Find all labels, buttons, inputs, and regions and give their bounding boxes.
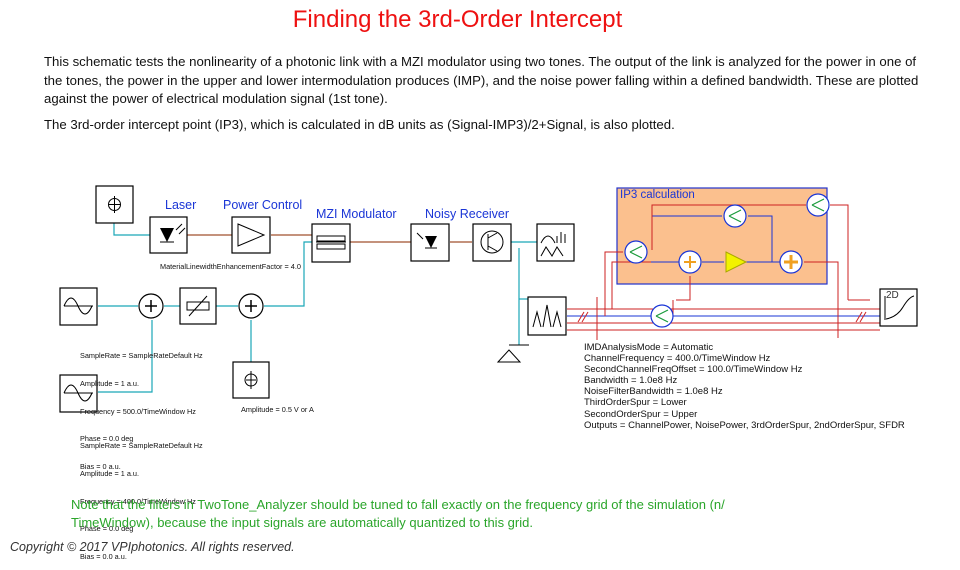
label-noisy-receiver: Noisy Receiver bbox=[425, 207, 510, 221]
photodiode-block[interactable] bbox=[410, 223, 450, 262]
splitter-1[interactable] bbox=[624, 240, 648, 264]
tone2-parameters: SampleRate = SampleRateDefault Hz Amplit… bbox=[80, 441, 203, 561]
bias-parameter: Amplitude = 0.5 V or A bbox=[241, 405, 314, 414]
power-control-block[interactable] bbox=[231, 216, 271, 254]
adder-2[interactable] bbox=[238, 293, 264, 319]
variable-resistor-block[interactable] bbox=[179, 287, 217, 325]
page-title: Finding the 3rd-Order Intercept bbox=[292, 6, 623, 33]
sine-generator-2-block[interactable] bbox=[59, 374, 98, 413]
label-power-control: Power Control bbox=[223, 198, 303, 212]
ip3-amplifier[interactable] bbox=[725, 251, 748, 273]
laser-block[interactable] bbox=[149, 216, 188, 254]
plot-2d-block[interactable] bbox=[879, 288, 918, 327]
tone1-parameters: SampleRate = SampleRateDefault Hz Amplit… bbox=[80, 351, 203, 471]
filter-note: Note that the filters in TwoTone_Analyze… bbox=[71, 497, 725, 530]
dc-source-block[interactable] bbox=[95, 185, 134, 224]
splitter-2[interactable] bbox=[723, 204, 747, 228]
description-text: This schematic tests the nonlinearity of… bbox=[44, 54, 919, 106]
amplifier-transistor-block[interactable] bbox=[472, 223, 512, 262]
ip3-adder-2[interactable] bbox=[779, 250, 803, 274]
label-mzi-modulator: MZI Modulator bbox=[316, 207, 397, 221]
label-laser: Laser bbox=[165, 198, 197, 212]
adder-1[interactable] bbox=[138, 293, 164, 319]
ip3-adder-1[interactable] bbox=[678, 250, 702, 274]
copyright-text: Copyright © 2017 VPIphotonics. All right… bbox=[10, 540, 295, 554]
ground-symbol bbox=[496, 344, 529, 363]
spectrum-analyzer-block[interactable] bbox=[536, 223, 575, 262]
bias-source-block[interactable] bbox=[232, 361, 270, 399]
two-tone-analyzer-block[interactable] bbox=[527, 296, 567, 336]
mzi-parameter: MaterialLinewidthEnhancementFactor = 4.0 bbox=[160, 262, 301, 271]
analyzer-parameters: IMDAnalysisMode = Automatic ChannelFrequ… bbox=[584, 342, 905, 431]
electrical-wires bbox=[98, 223, 537, 393]
label-2d-plot: 2D bbox=[886, 290, 899, 301]
splitter-3[interactable] bbox=[806, 193, 830, 217]
mzi-modulator-block[interactable] bbox=[311, 223, 351, 263]
bus-marks bbox=[577, 311, 867, 323]
splitter-4[interactable] bbox=[650, 304, 674, 328]
label-ip3-calculation: IP3 calculation bbox=[620, 189, 695, 201]
description-ip3-text: The 3rd-order intercept point (IP3), whi… bbox=[44, 117, 675, 132]
sine-generator-1-block[interactable] bbox=[59, 287, 98, 326]
